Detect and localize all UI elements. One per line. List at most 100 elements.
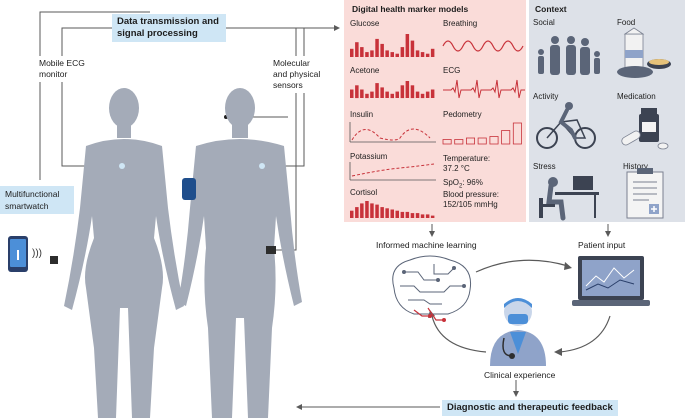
acetone-bars-bar (425, 91, 430, 98)
machine-learning-label: Informed machine learning (376, 240, 477, 250)
pedometry-bars-bar (465, 137, 475, 145)
glucose-bars-bar (410, 40, 415, 57)
patient-input-label: Patient input (578, 240, 626, 250)
insulin-label: Insulin (350, 110, 374, 119)
medication-label: Medication (617, 92, 656, 101)
cortisol-label: Cortisol (350, 188, 378, 197)
acetone-bars-bar (410, 85, 415, 99)
male-body-silhouette (178, 88, 302, 418)
acetone-bars-bar (395, 91, 399, 98)
context-title: Context (535, 4, 567, 14)
cortisol-bars-bar (375, 204, 379, 218)
cortisol-bars-bar (430, 215, 435, 218)
stress-desk-icon (539, 176, 599, 221)
acetone-bars-bar (380, 87, 384, 98)
glucose-bars-bar (395, 53, 399, 57)
glucose-bars-bar (355, 42, 359, 57)
acetone-label: Acetone (350, 66, 380, 75)
potassium-label: Potassium (350, 152, 388, 161)
glucose-bars-bar (420, 52, 425, 57)
clinician-icon (490, 298, 546, 366)
glucose-bars-bar (365, 52, 369, 57)
cortisol-bars-bar (385, 208, 389, 218)
cortisol-bars-bar (350, 210, 354, 218)
glucose-bars-bar (385, 50, 389, 57)
glucose-bars-bar (405, 34, 410, 57)
cortisol-bars-bar (405, 211, 410, 218)
cortisol-bars-bar (365, 201, 369, 218)
acetone-bars-bar (400, 85, 405, 99)
acetone-bars-bar (355, 85, 359, 99)
glucose-bars-bar (390, 52, 394, 57)
medication-icon (621, 108, 669, 150)
acetone-bars-bar (360, 89, 364, 98)
pedometry-bars-bar (477, 137, 487, 145)
glucose-chart (350, 34, 435, 57)
context-panel: Context Social Food Activity Medication (529, 0, 685, 222)
glucose-bars-bar (350, 48, 354, 57)
cortisol-bars-bar (395, 210, 399, 218)
social-label: Social (533, 18, 555, 27)
data-transmission-label: Data transmission and signal processing (112, 14, 226, 42)
history-clipboard-icon (626, 168, 664, 219)
pedometry-bars-bar (442, 139, 452, 145)
glucose-bars-bar (380, 43, 384, 57)
smartwatch-label: Multifunctional smartwatch (0, 186, 74, 214)
food-label: Food (617, 18, 636, 27)
cortisol-bars-bar (390, 209, 394, 218)
glucose-bars-bar (370, 50, 374, 57)
breathing-wave (442, 40, 524, 52)
social-people-icon (538, 36, 600, 75)
cortisol-chart (350, 201, 435, 218)
acetone-bars-bar (405, 81, 410, 98)
glucose-bars-bar (360, 47, 364, 57)
mobile-ecg-label: Mobile ECG monitor (36, 56, 88, 82)
blood-pressure-readout: Blood pressure: 152/105 mmHg (443, 190, 500, 209)
breathing-label: Breathing (443, 19, 478, 28)
cortisol-bars-bar (420, 214, 425, 218)
glucose-bars-bar (415, 50, 420, 57)
pedometry-bars-bar (454, 139, 464, 145)
cortisol-bars-bar (380, 207, 384, 218)
ai-brain-circuit-icon (392, 255, 472, 322)
glucose-label: Glucose (350, 19, 380, 28)
acetone-bars-bar (370, 91, 374, 98)
pedometry-bars-bar (501, 130, 511, 145)
female-body-silhouette (64, 88, 184, 418)
marker-models-panel: Digital health marker models Glucose Bre… (344, 0, 526, 222)
pedometry-bars-bar (489, 136, 499, 145)
cortisol-bars-bar (425, 214, 430, 218)
feedback-label: Diagnostic and therapeutic feedback (442, 400, 618, 416)
acetone-bars-bar (420, 93, 425, 99)
pedometry-bars-bar (512, 122, 522, 145)
history-label: History (623, 162, 648, 171)
marker-models-title: Digital health marker models (352, 4, 469, 14)
cortisol-bars-bar (355, 207, 359, 218)
wireless-signal-icon: ))) (32, 248, 42, 259)
acetone-bars-bar (415, 91, 420, 98)
pedometry-chart (442, 122, 522, 145)
potassium-curve (349, 162, 436, 181)
acetone-bars-bar (385, 91, 389, 98)
acetone-bars-bar (390, 93, 394, 99)
acetone-bars-bar (430, 89, 435, 98)
glucose-bars-bar (425, 53, 430, 57)
cortisol-bars-bar (415, 213, 420, 218)
cortisol-bars-bar (410, 213, 415, 218)
glucose-bars-bar (375, 38, 379, 57)
glucose-bars-bar (400, 47, 405, 57)
molecular-sensors-label: Molecular and physical sensors (270, 56, 324, 93)
laptop-icon (572, 256, 650, 306)
acetone-bars-bar (365, 93, 369, 99)
pedometry-label: Pedometry (443, 110, 482, 119)
ecg-wave (443, 79, 525, 99)
temperature-readout: Temperature: 37.2 °C (443, 154, 491, 173)
cortisol-bars-bar (360, 203, 364, 218)
acetone-chart (350, 81, 435, 99)
stress-label: Stress (533, 162, 556, 171)
acetone-bars-bar (350, 89, 354, 98)
activity-label: Activity (533, 92, 559, 101)
clinical-experience-label: Clinical experience (484, 370, 556, 380)
cortisol-bars-bar (370, 203, 374, 218)
